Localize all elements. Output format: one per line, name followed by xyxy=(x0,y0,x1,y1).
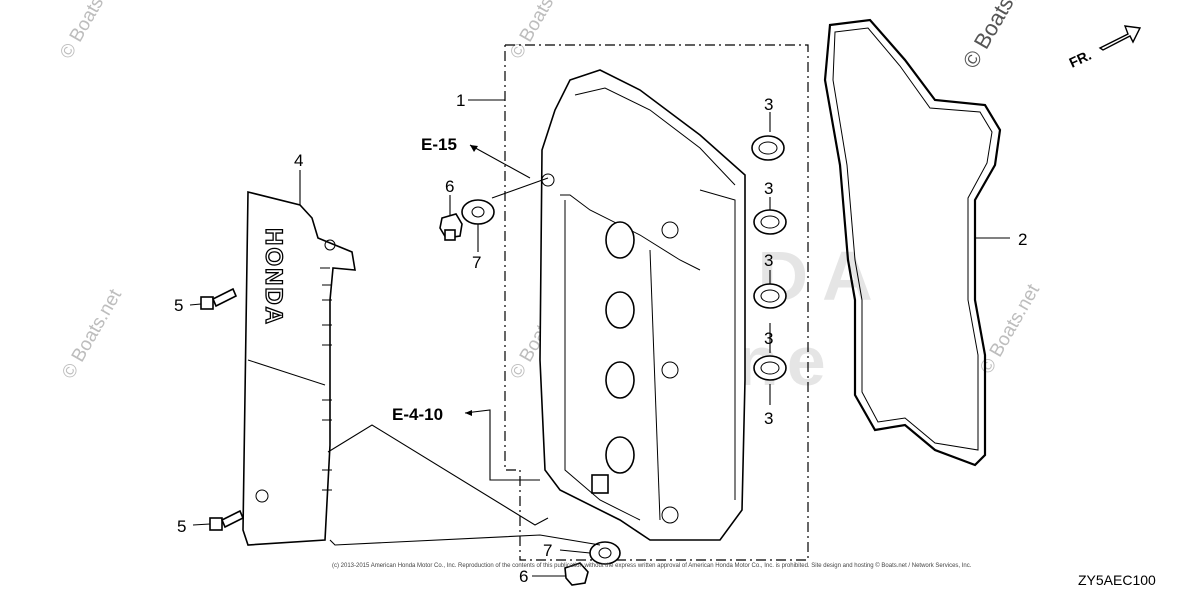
front-arrow-icon xyxy=(1098,25,1142,51)
callout-3: 3 xyxy=(764,251,773,270)
callout-7: 7 xyxy=(543,541,552,560)
callout-6: 6 xyxy=(519,567,528,586)
assembly-boundary xyxy=(504,44,809,561)
callout-2: 2 xyxy=(1018,230,1027,249)
watermark-text: © Boats.net xyxy=(976,280,1044,377)
callout-4: 4 xyxy=(294,151,303,170)
callout-3: 3 xyxy=(764,179,773,198)
plug-seal-3 xyxy=(753,283,787,309)
callout-7: 7 xyxy=(472,253,481,272)
callout-5: 5 xyxy=(177,517,186,536)
diagram-code: ZY5AEC100 xyxy=(1078,572,1156,588)
callout-1: 1 xyxy=(456,91,465,110)
grommet-upper xyxy=(461,199,495,225)
reference-e4-10: E-4-10 xyxy=(392,405,443,424)
callout-5: 5 xyxy=(174,296,183,315)
plug-seal-2 xyxy=(753,209,787,235)
cap-nut-upper xyxy=(439,213,463,241)
grommet-lower xyxy=(589,541,621,565)
flange-bolt-lower xyxy=(209,509,245,531)
plug-seal-1 xyxy=(751,135,785,161)
watermark-text: © Boats.net xyxy=(56,0,124,63)
plug-seal-4 xyxy=(753,355,787,381)
copyright-text: (c) 2013-2015 American Honda Motor Co., … xyxy=(332,562,972,569)
callout-3: 3 xyxy=(764,409,773,428)
reference-e15: E-15 xyxy=(421,135,457,154)
callout-3: 3 xyxy=(764,95,773,114)
front-direction-indicator: FR. xyxy=(1067,25,1142,71)
flange-bolt-upper xyxy=(200,287,238,310)
callout-6: 6 xyxy=(445,177,454,196)
watermark-text: © Boats.net xyxy=(506,0,574,63)
callout-3: 3 xyxy=(764,329,773,348)
cap-nut-lower xyxy=(564,562,589,586)
watermark-text: © Boats.net xyxy=(58,285,126,382)
engine-cover-part: HONDA xyxy=(242,190,356,546)
front-direction-label: FR. xyxy=(1067,47,1094,71)
cylinder-head-cover-part xyxy=(539,69,746,541)
leader-lines xyxy=(189,99,1010,577)
head-cover-gasket-part xyxy=(823,18,1002,467)
watermark-text: © Boats.net xyxy=(958,0,1037,72)
cover-brand-text: HONDA xyxy=(260,228,287,326)
